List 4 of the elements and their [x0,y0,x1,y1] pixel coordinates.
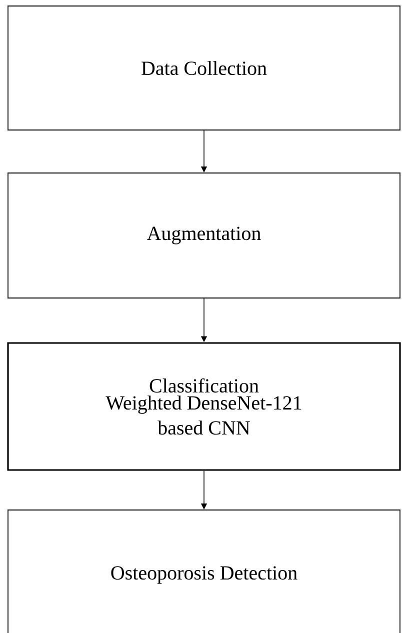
process-box: Data Collection [8,6,400,130]
process-box: Augmentation [8,172,400,298]
process-box: Osteoporosis Detection [8,510,400,633]
process-box: Classification Weighted DenseNet-121 based CNN [7,342,401,471]
